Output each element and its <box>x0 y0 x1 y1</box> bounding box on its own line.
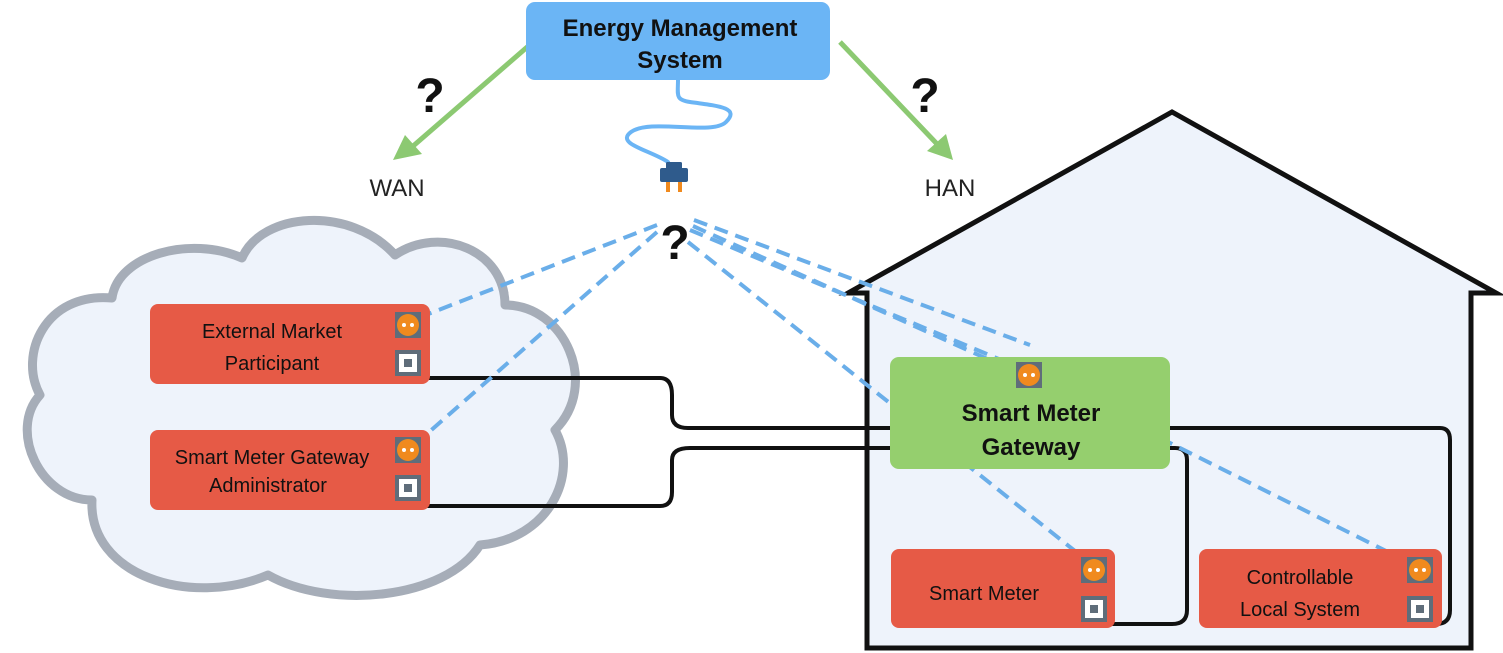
question-mark-han: ? <box>910 70 939 123</box>
port-icon <box>1081 596 1107 622</box>
ems-title-line2: System <box>637 47 722 74</box>
han-label: HAN <box>925 175 976 202</box>
question-mark-plug: ? <box>660 217 689 270</box>
wire-emp-to-gateway <box>422 373 1452 626</box>
smart-meter-gateway-box[interactable]: Smart Meter Gateway <box>890 357 1170 469</box>
wan-label: WAN <box>369 175 424 202</box>
smga-label-line1: Smart Meter Gateway <box>175 447 370 469</box>
question-mark-wan: ? <box>415 70 444 123</box>
socket-icon <box>1081 557 1107 583</box>
ems-to-wan-arrow <box>393 40 535 160</box>
cls-label-line1: Controllable <box>1247 567 1354 589</box>
smgw-label-line2: Gateway <box>982 434 1081 461</box>
controllable-local-system-box[interactable]: Controllable Local System <box>1199 549 1442 628</box>
emp-label-line2: Participant <box>225 353 320 375</box>
han-house <box>838 109 1503 651</box>
external-market-participant-box[interactable]: External Market Participant <box>150 304 430 384</box>
port-icon <box>395 350 421 376</box>
smart-meter-box[interactable]: Smart Meter <box>891 549 1115 628</box>
dash-to-house-edge <box>693 218 1031 347</box>
socket-icon <box>1016 362 1042 388</box>
smgw-label-line1: Smart Meter <box>962 400 1101 427</box>
port-icon <box>1407 596 1433 622</box>
socket-icon <box>1407 557 1433 583</box>
cable-icon <box>625 78 733 164</box>
plug-icon <box>660 162 688 192</box>
cls-label-line2: Local System <box>1240 599 1360 621</box>
dash-to-sm <box>686 240 1092 565</box>
ems-to-han-arrow <box>838 40 953 160</box>
dash-to-smga <box>418 230 659 442</box>
sm-label: Smart Meter <box>929 583 1039 605</box>
smga-label-line2: Administrator <box>209 475 327 497</box>
socket-icon <box>395 437 421 463</box>
ems-box[interactable]: Energy Management System <box>526 2 830 80</box>
emp-label-line1: External Market <box>202 321 342 343</box>
ems-cable <box>625 78 733 164</box>
port-icon <box>395 475 421 501</box>
wan-cloud <box>22 215 580 600</box>
dash-to-cls-b <box>1139 426 1413 566</box>
socket-icon <box>395 312 421 338</box>
ems-title-line1: Energy Management <box>563 15 798 42</box>
smgw-administrator-box[interactable]: Smart Meter Gateway Administrator <box>150 430 430 510</box>
